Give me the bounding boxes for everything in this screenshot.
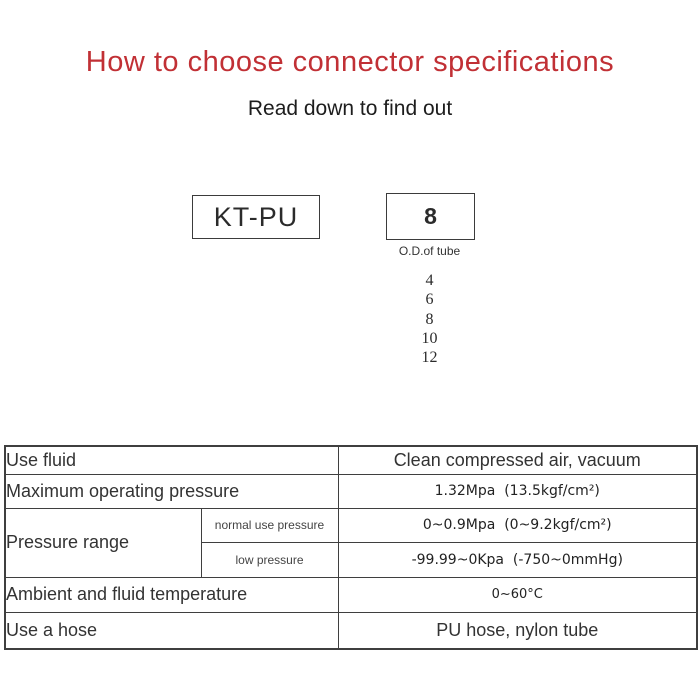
size-option: 4 — [425, 272, 434, 289]
model-size-box: 8 — [386, 193, 475, 240]
spec-row-value: 0~60°C — [337, 576, 698, 613]
spec-row-label: Maximum operating pressure — [4, 473, 339, 509]
table-row: Ambient and fluid temperature 0~60°C — [4, 576, 698, 613]
size-options-list: 4 6 8 10 12 — [376, 271, 483, 367]
size-option: 8 — [425, 310, 434, 328]
table-row: Use a hose PU hose, nylon tube — [4, 611, 698, 650]
size-option: 6 — [425, 291, 434, 309]
table-row: Pressure range normal use pressure 0~0.9… — [4, 507, 698, 578]
model-prefix-label: KT-PU — [213, 201, 299, 232]
spec-row-label: Use a hose — [4, 611, 339, 650]
model-size-value: 8 — [424, 203, 437, 229]
table-row: Use fluid Clean compressed air, vacuum — [4, 445, 698, 475]
table-row: low pressure -99.99~0Kpa (-750~0mmHg) — [5, 541, 698, 578]
page-title: How to choose connector specifications — [85, 46, 615, 78]
spec-row-label: Use fluid — [4, 445, 339, 475]
spec-row-label: Ambient and fluid temperature — [4, 576, 339, 613]
spec-row-sublabel: low pressure — [200, 541, 339, 578]
size-caption: O.D.of tube — [398, 244, 461, 258]
spec-row-sublabel: normal use pressure — [200, 507, 339, 543]
spec-row-value: Clean compressed air, vacuum — [337, 445, 698, 475]
model-prefix-box: KT-PU — [192, 195, 320, 239]
spec-row-value: -99.99~0Kpa (-750~0mmHg) — [337, 541, 698, 578]
spec-table: Use fluid Clean compressed air, vacuum M… — [4, 445, 698, 650]
spec-row-label: Pressure range — [4, 507, 202, 578]
spec-row-value: PU hose, nylon tube — [337, 611, 698, 650]
page-subtitle: Read down to find out — [247, 97, 453, 120]
size-option: 12 — [421, 349, 438, 367]
spec-row-value: 0~0.9Mpa (0~9.2kgf/cm²) — [337, 507, 698, 543]
spec-row-value: 1.32Mpa (13.5kgf/cm²) — [337, 473, 698, 509]
size-option: 10 — [421, 329, 438, 347]
table-row: Maximum operating pressure 1.32Mpa (13.5… — [4, 473, 698, 509]
